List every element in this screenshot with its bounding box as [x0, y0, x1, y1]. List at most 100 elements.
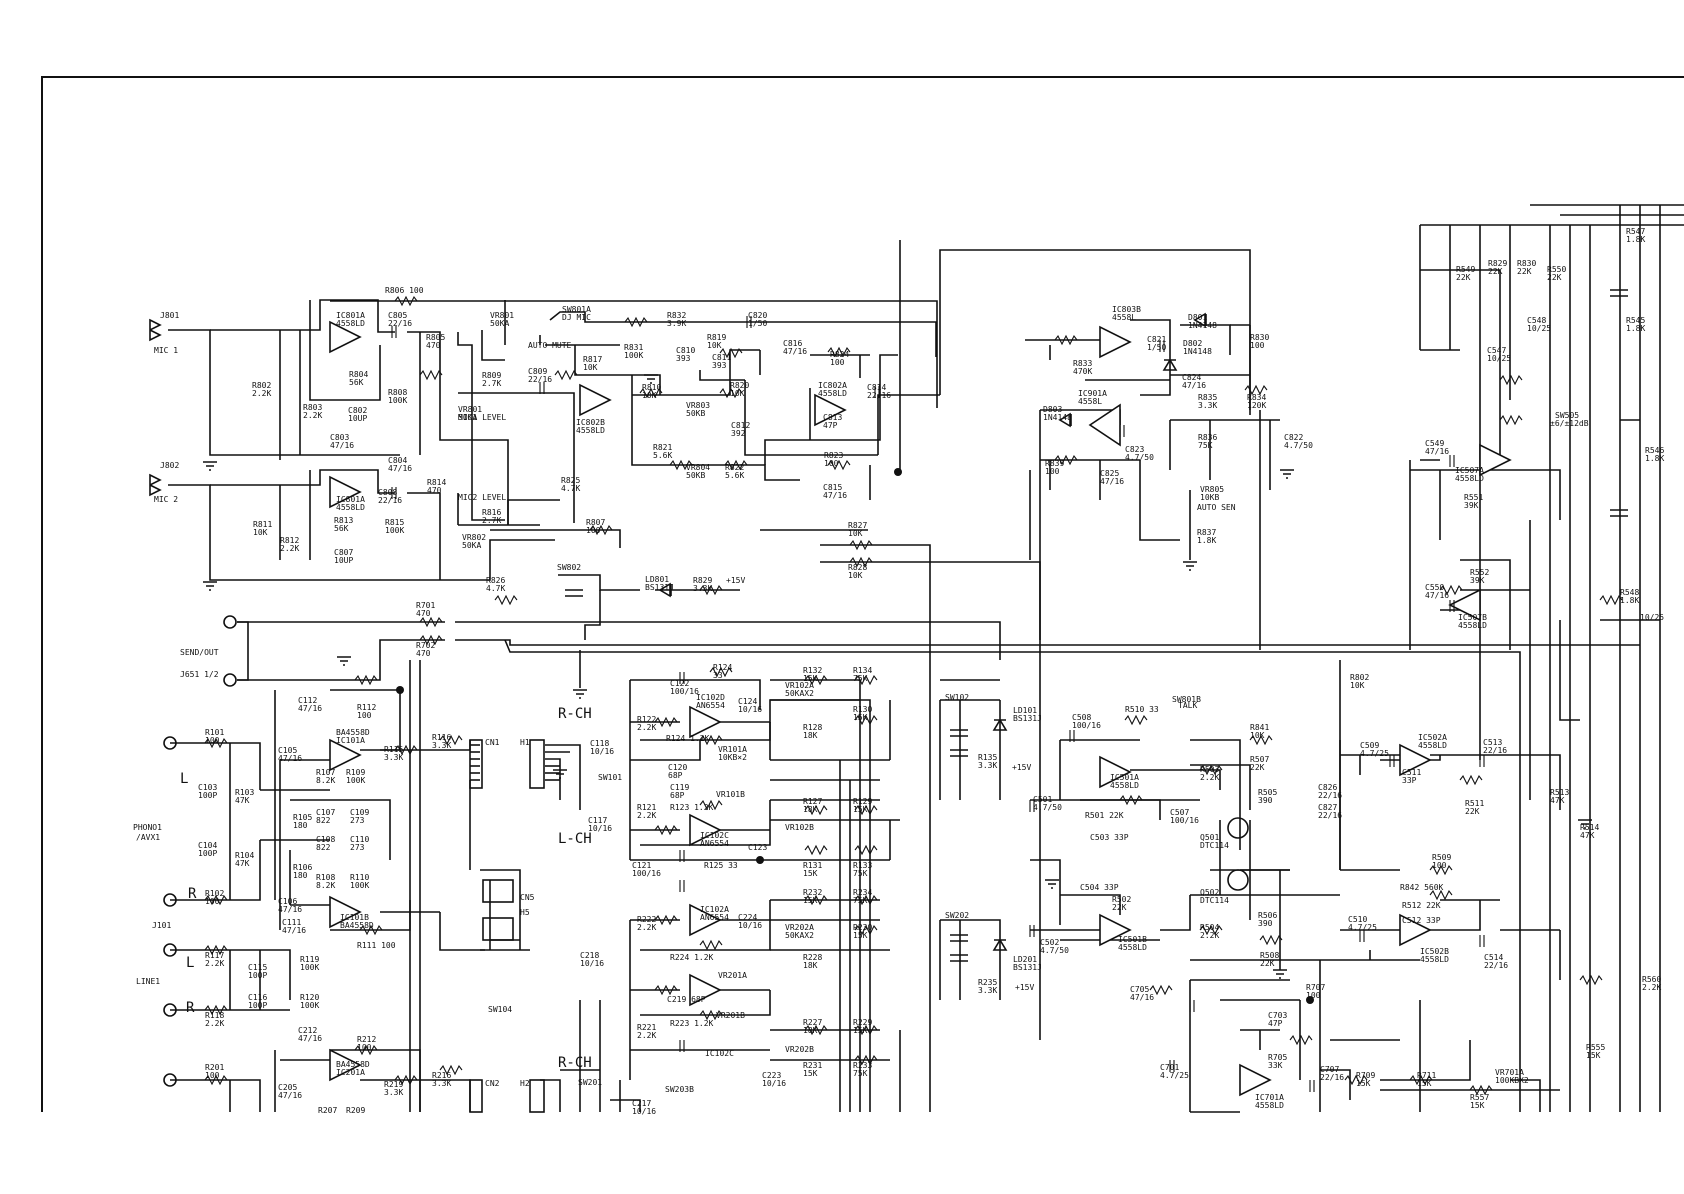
part-designator-c223: C223	[762, 1071, 781, 1080]
part-value-r821: 5.6K	[653, 451, 672, 460]
part-designator-r549: R549	[1456, 265, 1475, 274]
part-designator-r835: R835	[1198, 393, 1217, 402]
part-designator-r502: R502	[1112, 895, 1131, 904]
part-designator-d802: D802	[1183, 339, 1202, 348]
part-value-r502: 22K	[1112, 903, 1127, 912]
part-designator-c503: C503 33P	[1090, 833, 1129, 842]
part-value-vr801b: 50KA	[458, 413, 477, 422]
part-designator-r219: R219	[384, 1080, 403, 1089]
part-value-r825: 4.7K	[561, 484, 580, 493]
part-value-c108: 822	[316, 843, 331, 852]
part-value-r201: 100	[205, 1071, 220, 1080]
connector-label: CN2	[485, 1079, 500, 1088]
part-value-vr102a: 50KAX2	[785, 689, 814, 698]
part-value-r837: 1.8K	[1197, 536, 1216, 545]
part-designator-r702: R702	[416, 641, 435, 650]
part-designator-c548: C548	[1527, 316, 1546, 325]
ic-label: IC507A	[1455, 466, 1484, 475]
part-designator-c550: C550	[1425, 583, 1444, 592]
part-designator-r216: R216	[432, 1071, 451, 1080]
connector-label: MIC 2	[154, 495, 178, 504]
part-designator-c811: C811	[712, 353, 731, 362]
ic-label: 4558LD	[1420, 955, 1449, 964]
part-designator-r120: R120	[300, 993, 319, 1002]
part-designator-c509: C509	[1360, 741, 1379, 750]
connector-label: J802	[160, 461, 179, 470]
switch-label: SW801B	[1172, 695, 1201, 704]
part-value-c103: 100P	[198, 791, 217, 800]
part-value-r130: 15K	[853, 713, 868, 722]
part-value-r120: 100K	[300, 1001, 319, 1010]
part-value-vr101a: 10KB×2	[718, 753, 747, 762]
part-value-r216: 3.3K	[432, 1079, 451, 1088]
switch-label: DJ MIC	[562, 313, 591, 322]
part-value-c548: 10/25	[1527, 324, 1551, 333]
ic-label: AN6554	[700, 839, 729, 848]
part-value-r133: 75K	[853, 869, 868, 878]
part-designator-ld101: LD101	[1013, 706, 1037, 715]
part-designator-v15b: +15V	[1012, 763, 1031, 772]
part-value-r830b: 22K	[1517, 267, 1532, 276]
part-designator-c502: C502	[1040, 938, 1059, 947]
part-value-r815: 100K	[385, 526, 404, 535]
line-r-marker: R	[186, 1000, 195, 1016]
part-designator-r513: R513	[1550, 788, 1569, 797]
part-designator-r560: R560	[1642, 975, 1661, 984]
part-designator-vr201a: VR201A	[718, 971, 747, 980]
connector-label: H1	[520, 738, 530, 747]
ic-label: 4558LD	[1118, 943, 1147, 952]
part-value-r834: 120K	[1247, 401, 1266, 410]
part-designator-c117: C117	[588, 816, 607, 825]
part-value-r827: 10K	[848, 529, 863, 538]
part-designator-c103: C103	[198, 783, 217, 792]
part-designator-r133: R133	[853, 861, 872, 870]
ic-label: IC501A	[1110, 773, 1139, 782]
part-designator-c109: C109	[350, 808, 369, 817]
part-designator-c124: C124	[738, 697, 757, 706]
ic-label: BA4558D	[336, 1060, 370, 1069]
part-value-r234: 75K	[853, 896, 868, 905]
part-designator-r510: R510 33	[1125, 705, 1159, 714]
part-designator-r122: R122	[637, 715, 656, 724]
ic-label: AN6554	[696, 701, 725, 710]
part-designator-r822: R822	[725, 463, 744, 472]
part-value-r555: 15K	[1586, 1051, 1601, 1060]
part-designator-c504: C504 33P	[1080, 883, 1119, 892]
part-value-c821: 1/50	[1147, 343, 1166, 352]
part-designator-r806: R806 100	[385, 286, 424, 295]
part-value-r102: 100	[205, 897, 220, 906]
switch-label: AUTO MUTE	[528, 341, 572, 350]
part-designator-mic1lvl: MIC1 LEVEL	[458, 413, 506, 422]
part-designator-r131: R131	[803, 861, 822, 870]
part-value-r829b: 22K	[1488, 267, 1503, 276]
part-designator-q502: Q502	[1200, 888, 1219, 897]
opamp-ic501b	[1099, 913, 1132, 947]
part-value-r127: 18K	[803, 805, 818, 814]
part-designator-r705: R705	[1268, 1053, 1287, 1062]
ic-label: IC101B	[340, 913, 369, 922]
channel-label-rch: R-CH	[558, 706, 592, 722]
part-designator-r548: R548	[1620, 588, 1639, 597]
ic-label: IC803B	[1112, 305, 1141, 314]
part-value-r709: 15K	[1356, 1079, 1371, 1088]
part-designator-ld201: LD201	[1013, 955, 1037, 964]
part-designator-c118: C118	[590, 739, 609, 748]
part-designator-c825: C825	[1100, 469, 1119, 478]
part-designator-r125: R125 33	[704, 861, 738, 870]
part-value-ld101: BS131J	[1013, 714, 1042, 723]
part-designator-r709: R709	[1356, 1071, 1375, 1080]
part-designator-c104: C104	[198, 841, 217, 850]
connector-label: J651 1/2	[180, 670, 219, 679]
part-designator-c815: C815	[823, 483, 842, 492]
part-value-r109: 100K	[346, 776, 365, 785]
part-designator-ld801: LD801	[645, 575, 669, 584]
ic-label: IC201A	[336, 1068, 365, 1077]
part-value-c212: 47/16	[298, 1034, 322, 1043]
part-designator-r201: R201	[205, 1063, 224, 1072]
part-value-r122: 2.2K	[637, 723, 656, 732]
part-value-r107: 8.2K	[316, 776, 335, 785]
part-designator-r103: R103	[235, 788, 254, 797]
part-value-c513: 22/16	[1483, 746, 1507, 755]
ic-label: IC502A	[1418, 733, 1447, 742]
part-value-r814: 470	[427, 486, 442, 495]
